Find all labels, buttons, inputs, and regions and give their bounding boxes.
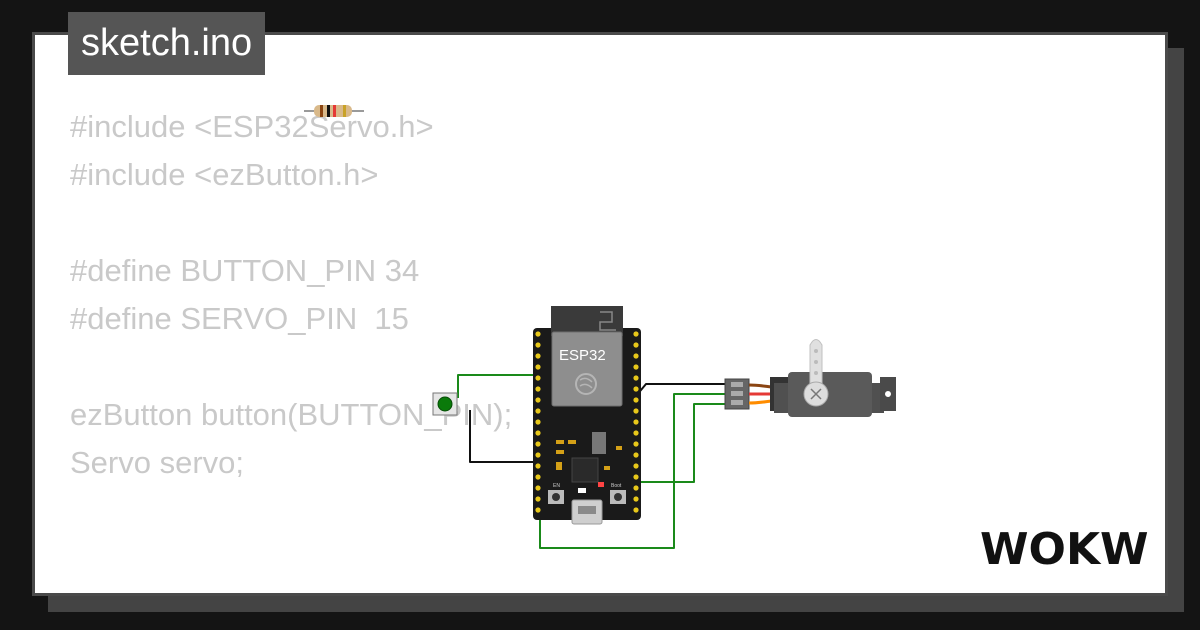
resistor-band [343, 105, 346, 117]
code-line: #include <ESP32Servo.h> [70, 109, 434, 144]
smd-component [568, 440, 576, 444]
en-label: EN [553, 483, 560, 489]
code-line: Servo servo; [70, 445, 245, 480]
servo-motor[interactable] [770, 339, 896, 418]
boot-label: Boot [611, 483, 622, 489]
boot-button[interactable] [610, 490, 626, 504]
resistor[interactable] [304, 105, 364, 117]
espressif-logo-icon [575, 373, 597, 395]
left-pin-header [535, 331, 541, 513]
wires [457, 374, 725, 549]
code-line: #include <ezButton.h> [70, 157, 379, 192]
resistor-band [327, 105, 330, 117]
usb-uart-chip [571, 457, 599, 483]
esp32-label: ESP32 [559, 347, 606, 364]
smd-component [616, 446, 622, 450]
servo-horn-hole [814, 371, 818, 375]
servo-screw-hole [885, 391, 891, 397]
code-line: int angle = 0; [70, 583, 512, 593]
push-button[interactable] [432, 392, 458, 416]
smd-component [556, 462, 562, 470]
en-button[interactable] [548, 490, 564, 504]
wire-servo-power[interactable] [539, 393, 725, 549]
antenna-trace-icon [599, 311, 616, 331]
filename-tab[interactable]: sketch.ino [68, 12, 266, 75]
wire-button-signal[interactable] [457, 374, 540, 398]
power-led [598, 482, 604, 487]
voltage-regulator [592, 432, 606, 454]
push-button-cap[interactable] [437, 396, 453, 412]
smd-component [556, 440, 564, 444]
right-pin-header [633, 331, 639, 513]
servo-horn-hole [814, 349, 818, 353]
wokwi-logo-text: WOKWi [980, 524, 1150, 574]
servo-horn[interactable] [809, 339, 823, 395]
wire-servo-signal[interactable] [636, 403, 725, 483]
smd-component [556, 450, 564, 454]
wokwi-logo: WOKWi [980, 524, 1150, 574]
resistor-band [320, 105, 323, 117]
servo-horn-hole [814, 360, 818, 364]
servo-connector[interactable] [724, 378, 750, 410]
code-line: ezButton button(BUTTON_PIN); [70, 397, 513, 432]
code-editor[interactable]: #include <ESP32Servo.h> #include <ezButt… [70, 103, 513, 593]
code-line: #define SERVO_PIN 15 [70, 301, 409, 336]
esp32-board[interactable]: ESP32 [533, 306, 641, 525]
code-line: #define BUTTON_PIN 34 [70, 253, 420, 288]
smd-component [604, 466, 610, 470]
esp32-antenna [551, 306, 623, 336]
espressif-logo-swirl [579, 377, 593, 389]
servo-screw-icon [810, 388, 822, 400]
status-led [578, 488, 586, 493]
wire-button-ground[interactable] [469, 410, 540, 463]
micro-usb-slot [578, 506, 596, 514]
resistor-band [333, 105, 336, 117]
esp32-module-shield [551, 331, 623, 407]
servo-body [788, 372, 872, 417]
